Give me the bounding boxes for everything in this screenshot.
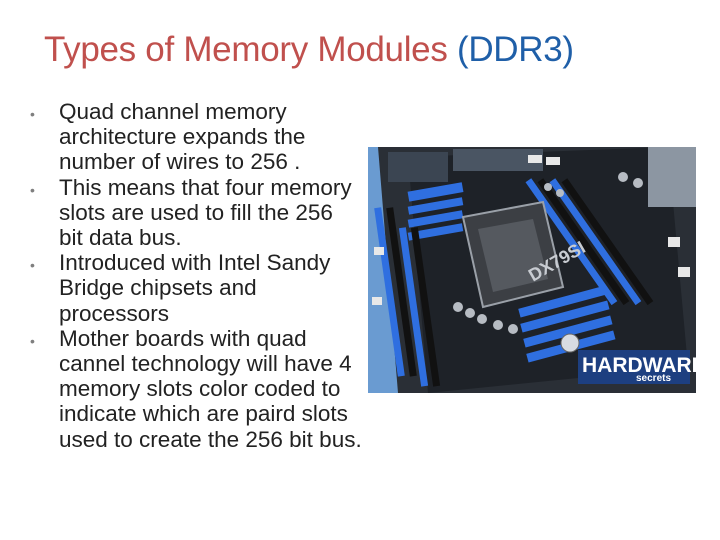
logo-sub: secrets <box>636 373 671 384</box>
bullet-dot-icon: • <box>30 332 35 349</box>
bullet-dot-icon: • <box>30 106 35 122</box>
connectors <box>372 155 690 305</box>
bullet-text: Mother boards with quad cannel technolog… <box>59 325 362 452</box>
bullet-text: Introduced with Intel Sandy Bridge chips… <box>59 250 331 326</box>
cpu-socket <box>461 200 565 309</box>
bullet-text: This means that four memory slots are us… <box>59 174 352 251</box>
bullet-text: Quad channel memory architecture expands… <box>59 99 306 175</box>
heatsink-right <box>518 285 616 363</box>
memory-slots-right <box>525 178 654 306</box>
bullet-dot-icon: • <box>30 181 35 198</box>
bullet-dot-icon: • <box>30 257 35 274</box>
title-accent: (DDR3) <box>456 30 574 69</box>
bullet-item: • Quad channel memory architecture expand… <box>30 99 362 175</box>
bullet-item: • Mother boards with quad cannel technolo… <box>30 326 362 452</box>
capacitors <box>453 172 643 334</box>
title-main: Types of Memory Modules <box>44 30 457 69</box>
heatsink-left <box>407 182 464 241</box>
motherboard-illustration: DX79SI HARDWARE secrets <box>368 147 696 393</box>
bullet-list: • Quad channel memory architecture expand… <box>30 99 362 452</box>
hardware-secrets-logo: HARDWARE secrets <box>578 350 696 384</box>
motherboard-photo: DX79SI HARDWARE secrets <box>368 147 696 393</box>
bullet-item: • This means that four memory slots are u… <box>30 175 362 251</box>
slide-title: Types of Memory Modules (DDR3) <box>44 30 574 70</box>
logo-word: HARDWARE <box>582 354 696 377</box>
bullet-item: • Introduced with Intel Sandy Bridge chip… <box>30 250 362 326</box>
